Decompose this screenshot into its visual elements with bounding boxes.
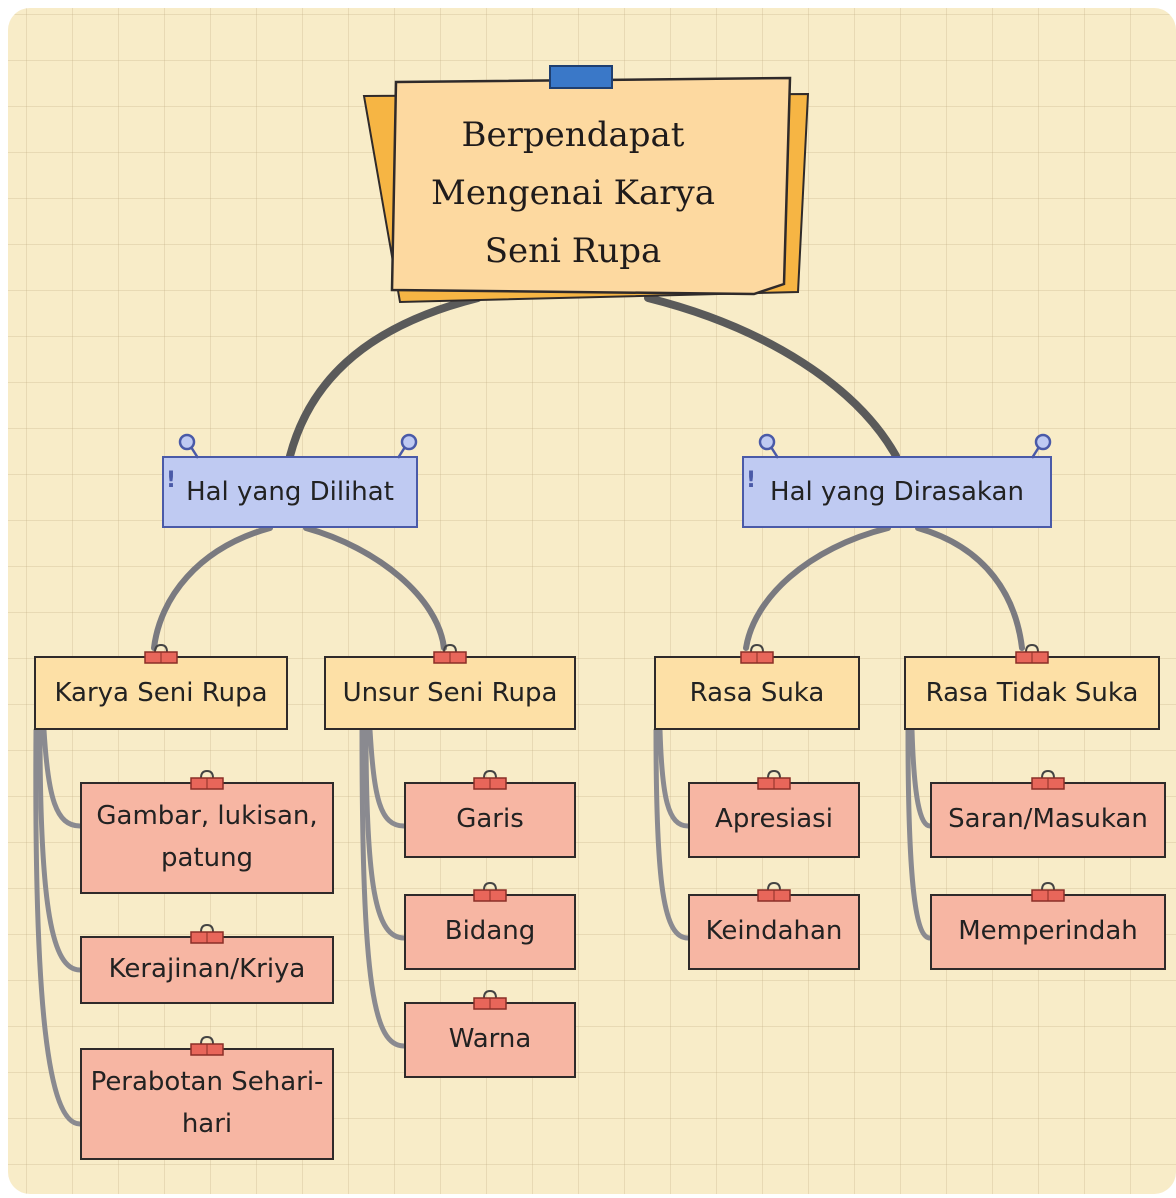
node-hal-yang-dirasakan[interactable]: Hal yang Dirasakan <box>742 456 1052 528</box>
node-warna[interactable]: Warna <box>404 1002 576 1078</box>
node-garis[interactable]: Garis <box>404 782 576 858</box>
connector-l1a-l2a <box>151 525 273 651</box>
connector-tidak-2 <box>905 727 933 941</box>
binder-clip-icon <box>190 924 224 944</box>
tape-icon <box>549 65 613 89</box>
binder-clip-icon <box>473 770 507 790</box>
binder-clip-icon <box>740 644 774 664</box>
node-label: Memperindah <box>958 916 1138 947</box>
binder-clip-icon <box>473 882 507 902</box>
connector-suka-1 <box>657 727 691 829</box>
page-title: Berpendapat Mengenai Karya Seni Rupa <box>431 115 715 271</box>
connector-root-left <box>286 294 482 460</box>
node-label: Unsur Seni Rupa <box>342 678 558 708</box>
binder-clip-icon <box>190 770 224 790</box>
mind-map-board: Berpendapat Mengenai Karya Seni Rupa Hal… <box>8 8 1176 1194</box>
binder-clip-icon <box>757 882 791 902</box>
node-label: Perabotan Sehari-hari <box>90 1067 324 1139</box>
connector-karya-1 <box>41 727 83 829</box>
node-memperindah[interactable]: Memperindah <box>930 894 1166 970</box>
node-gambar-lukisan-patung[interactable]: Gambar, lukisan, patung <box>80 782 334 894</box>
node-label: Apresiasi <box>715 804 833 835</box>
node-kerajinan-kriya[interactable]: Kerajinan/Kriya <box>80 936 334 1004</box>
connector-karya-3 <box>33 727 83 1127</box>
binder-clip-icon <box>757 770 791 790</box>
node-karya-seni-rupa[interactable]: Karya Seni Rupa <box>34 656 288 730</box>
connector-l1b-l2a <box>743 525 891 651</box>
node-rasa-tidak-suka[interactable]: Rasa Tidak Suka <box>904 656 1160 730</box>
node-rasa-suka[interactable]: Rasa Suka <box>654 656 860 730</box>
node-label: Hal yang Dilihat <box>186 477 394 507</box>
title-note <box>362 65 810 304</box>
binder-clip-icon <box>433 644 467 664</box>
node-label: Gambar, lukisan, patung <box>96 801 318 873</box>
binder-clip-icon <box>190 1036 224 1056</box>
node-hal-yang-dilihat[interactable]: Hal yang Dilihat <box>162 456 418 528</box>
node-label: Kerajinan/Kriya <box>108 954 306 985</box>
connector-karya-2 <box>37 727 83 973</box>
node-label: Keindahan <box>705 916 843 947</box>
node-label: Saran/Masukan <box>948 804 1148 835</box>
connector-unsur-1 <box>367 727 407 829</box>
node-label: Hal yang Dirasakan <box>770 477 1024 507</box>
binder-clip-icon <box>473 990 507 1010</box>
connector-unsur-3 <box>359 727 407 1049</box>
connector-l1b-l2b <box>915 525 1025 651</box>
node-label: Rasa Tidak Suka <box>925 678 1139 708</box>
connector-l1a-l2b <box>303 525 447 651</box>
exclamation-icon: ! <box>746 468 757 493</box>
node-label: Karya Seni Rupa <box>54 678 268 708</box>
connector-lines <box>33 294 1025 1127</box>
pushpin-icon <box>396 433 418 459</box>
binder-clip-icon <box>1031 882 1065 902</box>
connector-unsur-2 <box>363 727 407 941</box>
pushpin-icon <box>758 433 780 459</box>
node-label: Rasa Suka <box>689 678 825 708</box>
node-bidang[interactable]: Bidang <box>404 894 576 970</box>
node-keindahan[interactable]: Keindahan <box>688 894 860 970</box>
node-label: Bidang <box>444 916 536 947</box>
connector-tidak-1 <box>909 727 933 829</box>
connector-suka-2 <box>653 727 691 941</box>
connector-root-right <box>644 294 900 460</box>
title-note-front <box>390 76 792 296</box>
binder-clip-icon <box>144 644 178 664</box>
binder-clip-icon <box>1015 644 1049 664</box>
node-saran-masukan[interactable]: Saran/Masukan <box>930 782 1166 858</box>
node-label: Warna <box>448 1024 532 1055</box>
node-label: Garis <box>456 804 524 835</box>
exclamation-icon: ! <box>166 468 177 493</box>
binder-clip-icon <box>1031 770 1065 790</box>
node-unsur-seni-rupa[interactable]: Unsur Seni Rupa <box>324 656 576 730</box>
pushpin-icon <box>1030 433 1052 459</box>
pushpin-icon <box>178 433 200 459</box>
node-perabotan-sehari-hari[interactable]: Perabotan Sehari-hari <box>80 1048 334 1160</box>
node-apresiasi[interactable]: Apresiasi <box>688 782 860 858</box>
